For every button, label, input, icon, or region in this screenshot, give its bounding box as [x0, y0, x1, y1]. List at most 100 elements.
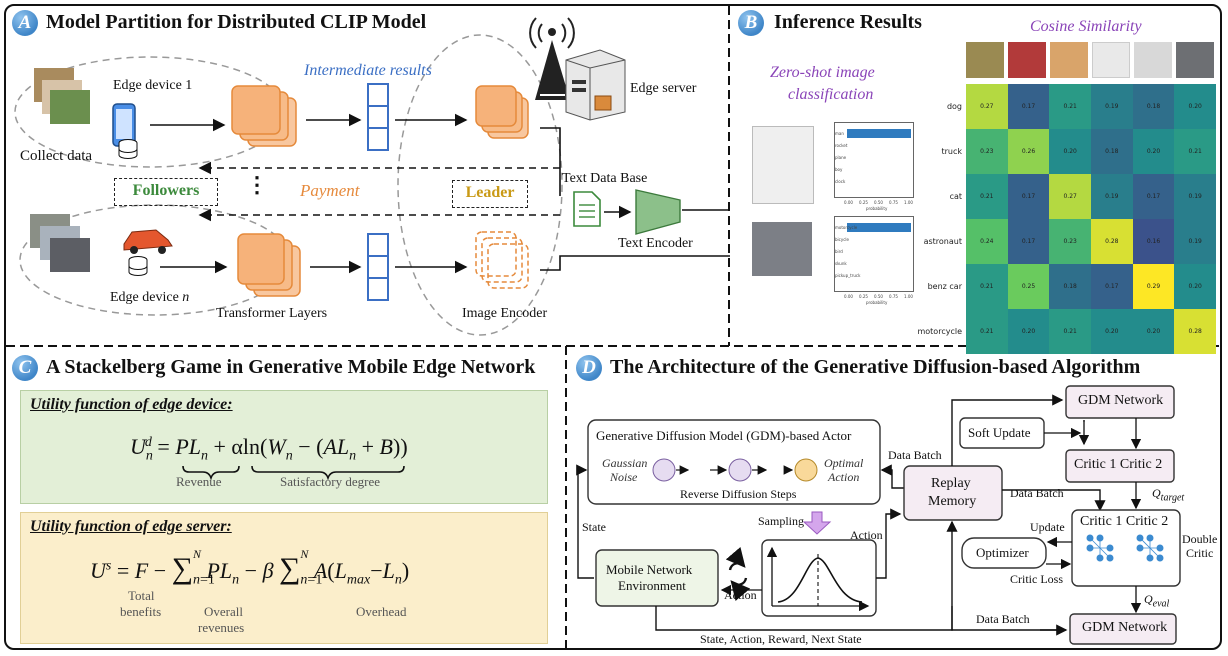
chart2-xtick-3: 0.75	[889, 294, 898, 299]
gdm-actor-label: Generative Diffusion Model (GDM)-based A…	[596, 428, 852, 443]
hm-cell-3-5: 0.19	[1174, 219, 1216, 264]
total-benefits-line1: Total	[128, 588, 155, 603]
hm-cell-4-3: 0.17	[1091, 264, 1133, 309]
edge-device-n-label: Edge device n	[110, 290, 189, 306]
device-utility-box	[20, 390, 548, 504]
replay-memory-line2: Memory	[928, 494, 977, 509]
update-label: Update	[1030, 520, 1065, 534]
neural-net-icon	[1136, 534, 1164, 562]
chart1-label-1: rocket	[835, 143, 848, 148]
thumb-benz	[1134, 42, 1172, 78]
edge-device-n-prefix: Edge device	[110, 290, 183, 305]
double-critic-line2: Critic	[1186, 546, 1214, 560]
gaussian-noise-line1: Gaussian	[602, 456, 648, 470]
chart2-label-0: motorcycle	[835, 225, 858, 230]
neural-net-icon	[1086, 534, 1114, 562]
hm-cell-5-4: 0.20	[1132, 309, 1175, 354]
thumb-motorcycle	[1176, 42, 1214, 78]
action-label-up: Action	[850, 528, 883, 542]
hm-cell-1-0: 0.23	[966, 129, 1008, 174]
database-icon	[128, 256, 148, 276]
server-group	[397, 34, 563, 336]
image-encoder-label: Image Encoder	[462, 306, 548, 321]
satisfactory-label: Satisfactory degree	[280, 474, 380, 489]
sampling-label: Sampling	[758, 514, 805, 528]
state-label: State	[582, 520, 606, 534]
double-critic-line1: Double	[1182, 532, 1218, 546]
edge-device-n-var: n	[182, 290, 190, 305]
critic-loss-label: Critic Loss	[1010, 572, 1063, 586]
overall-revenues-line2: revenues	[198, 620, 245, 635]
data-batch-label-3: Data Batch	[976, 612, 1030, 626]
hm-cell-2-0: 0.21	[966, 174, 1008, 219]
panel-b-badge: B	[738, 10, 764, 36]
zeroshot-label-line1: Zero-shot image	[770, 64, 875, 81]
hm-cell-1-5: 0.21	[1174, 129, 1216, 174]
hm-row-label-3: astronaut	[923, 237, 962, 246]
critic-target-label: Critic 1 Critic 2	[1074, 457, 1163, 472]
device-utility-heading: Utility function of edge device:	[30, 396, 233, 413]
server-utility-formula: Us = F − ∑n=1N PLn − β ∑n=1N A(Lmax−Ln)	[90, 546, 410, 588]
chart2-label-1: bicycle	[835, 237, 849, 242]
hm-cell-5-2: 0.21	[1049, 309, 1091, 354]
hm-cell-4-2: 0.18	[1049, 264, 1091, 309]
mobile-env-line2: Environment	[618, 578, 686, 593]
chart2-xlabel: probability	[866, 300, 888, 305]
chart2-xtick-1: 0.25	[859, 294, 868, 299]
q-target-symbol: Q	[1152, 486, 1161, 500]
q-target-label: Qtarget	[1152, 486, 1184, 503]
q-eval-label: Qeval	[1144, 592, 1169, 609]
hm-row-label-5: motorcycle	[917, 327, 962, 336]
thumb-truck	[1008, 42, 1046, 78]
chart1-xtick-2: 0.50	[874, 200, 883, 205]
hm-cell-0-1: 0.17	[1007, 84, 1050, 129]
hm-row-label-0: dog	[946, 102, 962, 111]
hm-cell-4-5: 0.20	[1174, 264, 1216, 309]
chart1-label-2: plane	[835, 155, 847, 160]
panel-c-title: A Stackelberg Game in Generative Mobile …	[46, 356, 536, 378]
overall-revenues-line1: Overall	[204, 604, 243, 619]
hm-cell-3-4: 0.16	[1132, 219, 1175, 264]
payment-label: Payment	[300, 181, 360, 200]
intermediate-results-label: Intermediate results	[304, 62, 432, 79]
zeroshot-label-line2: classification	[788, 86, 874, 103]
critic-eval-label: Critic 1 Critic 2	[1080, 514, 1169, 529]
transformer-layers-label: Transformer Layers	[216, 306, 328, 321]
hm-cell-4-4: 0.29	[1132, 264, 1175, 309]
thumb-dog	[966, 42, 1004, 78]
gdm-network-bottom: GDM Network	[1082, 620, 1168, 635]
car-icon	[123, 229, 173, 254]
hm-cell-0-2: 0.21	[1049, 84, 1091, 129]
reverse-steps-label: Reverse Diffusion Steps	[680, 487, 797, 501]
panel-b-title: Inference Results	[774, 11, 922, 33]
hm-cell-3-2: 0.23	[1049, 219, 1091, 264]
transition-label: State, Action, Reward, Next State	[700, 632, 862, 646]
hm-cell-5-0: 0.21	[966, 309, 1008, 354]
device-utility-formula: Und = PLn + αln(Wn − (ALn + B))	[130, 434, 408, 464]
gdm-network-top: GDM Network	[1078, 393, 1164, 408]
sampling-arrow-icon	[802, 511, 832, 535]
chart1-label-4: clock	[835, 179, 846, 184]
chart2-label-3: skunk	[835, 261, 847, 266]
server-utility-box	[20, 512, 548, 644]
data-batch-label-2: Data Batch	[1010, 486, 1064, 500]
panel-a-graphics	[14, 17, 730, 336]
total-benefits-line2: benefits	[120, 604, 162, 619]
hm-cell-0-4: 0.18	[1132, 84, 1175, 129]
hm-cell-1-3: 0.18	[1091, 129, 1133, 174]
cosine-similarity-label: Cosine Similarity	[1030, 18, 1142, 35]
motorcycle-image	[752, 222, 812, 276]
hm-cell-4-1: 0.25	[1007, 264, 1050, 309]
mobile-env-line1: Mobile Network	[606, 562, 693, 577]
hm-row-label-4: benz car	[927, 282, 962, 291]
text-encoder-label: Text Encoder	[618, 236, 693, 251]
hm-cell-0-5: 0.20	[1174, 84, 1216, 129]
hm-cell-0-3: 0.19	[1091, 84, 1133, 129]
chart1-xtick-1: 0.25	[859, 200, 868, 205]
hm-cell-3-3: 0.28	[1091, 219, 1133, 264]
hm-cell-3-1: 0.17	[1007, 219, 1050, 264]
thumb-cat	[1050, 42, 1088, 78]
hm-cell-0-0: 0.27	[966, 84, 1008, 129]
figure-frame	[4, 4, 1222, 650]
text-database-label: Text Data Base	[562, 171, 648, 186]
